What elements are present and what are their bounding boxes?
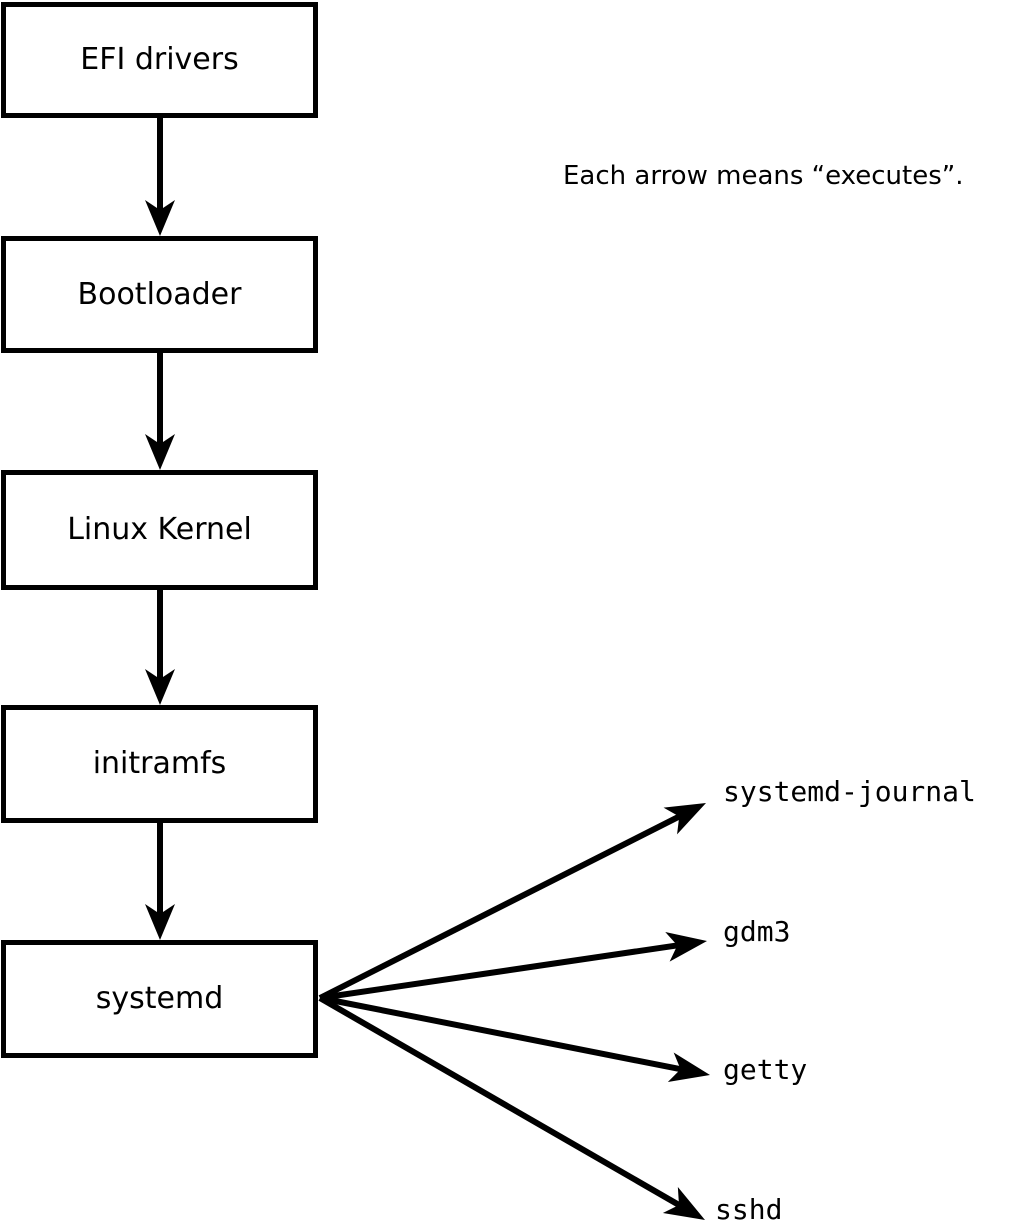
service-label-gdm3: gdm3 bbox=[723, 915, 791, 948]
fanout-arrow-to-getty bbox=[319, 995, 710, 1082]
diagram-caption: Each arrow means “executes”. bbox=[563, 161, 964, 191]
fanout-arrow-group bbox=[318, 803, 710, 1220]
service-label-systemd-journal: systemd-journal bbox=[723, 775, 976, 808]
node-label: systemd bbox=[95, 981, 224, 1016]
chain-arrow-initramfs-to-systemd bbox=[145, 823, 175, 940]
node-label: Linux Kernel bbox=[67, 512, 252, 547]
node-label: Bootloader bbox=[77, 276, 242, 312]
node-systemd[interactable]: systemd bbox=[1, 940, 318, 1058]
node-linux-kernel[interactable]: Linux Kernel bbox=[1, 470, 318, 590]
fanout-arrow-to-gdm3 bbox=[319, 931, 707, 1001]
chain-arrow-efi-drivers-to-bootloader bbox=[145, 118, 175, 236]
service-label-getty: getty bbox=[723, 1053, 808, 1086]
chain-arrow-bootloader-to-linux-kernel bbox=[145, 353, 175, 470]
node-initramfs[interactable]: initramfs bbox=[1, 705, 318, 823]
chain-arrow-linux-kernel-to-initramfs bbox=[145, 590, 175, 705]
service-label-sshd: sshd bbox=[715, 1193, 783, 1226]
fanout-arrow-to-systemd-journal bbox=[318, 803, 706, 1001]
node-bootloader[interactable]: Bootloader bbox=[1, 236, 318, 353]
node-efi-drivers[interactable]: EFI drivers bbox=[1, 2, 318, 118]
node-label: EFI drivers bbox=[80, 42, 239, 77]
fanout-arrow-to-sshd bbox=[318, 995, 705, 1220]
node-label: initramfs bbox=[92, 746, 227, 781]
